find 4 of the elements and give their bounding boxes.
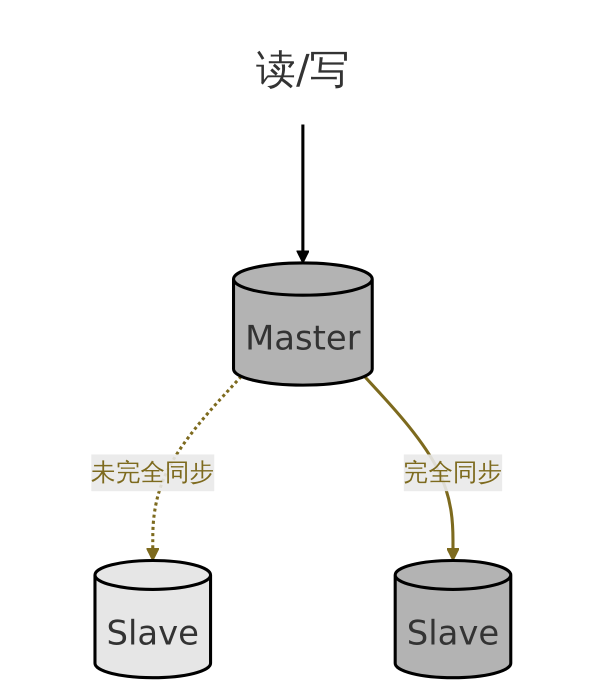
edge-label: 完全同步 xyxy=(404,457,502,487)
edge-label: 未完全同步 xyxy=(91,457,214,487)
arrow xyxy=(296,124,310,264)
node-text: 读/写 xyxy=(256,48,350,94)
